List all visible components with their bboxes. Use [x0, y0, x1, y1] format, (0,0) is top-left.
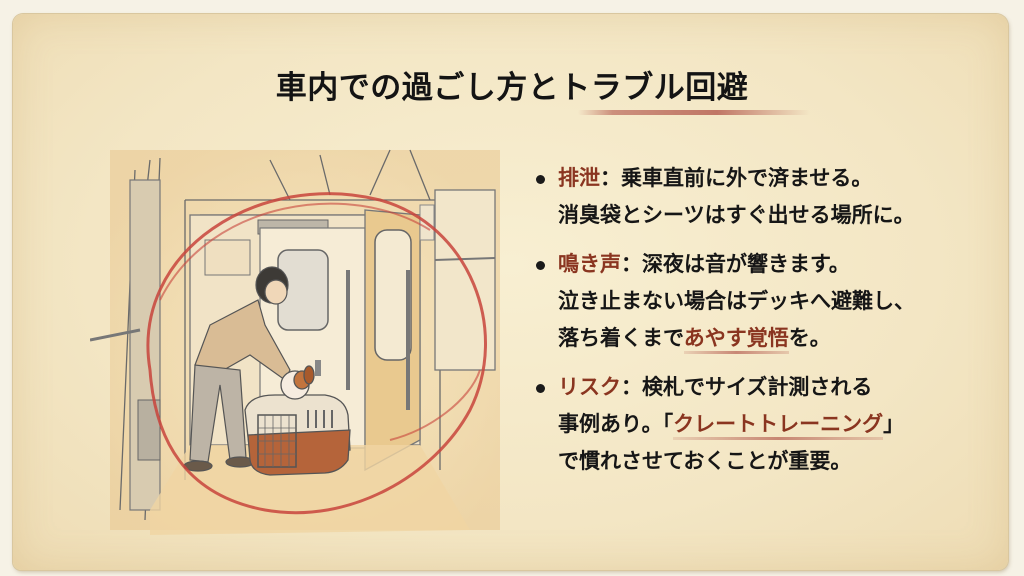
bullet-text: で慣れさせておくことが重要。 [558, 449, 852, 473]
bullet-label: リスク [558, 375, 621, 399]
slide-title: 車内での過ごし方とトラブル回避 [275, 70, 749, 106]
bullet-item-excretion: 排泄：乗車直前に外で済ませる。 消臭袋とシーツはすぐ出せる場所に。 [528, 160, 1008, 234]
bullet-item-risk: リスク：検札でサイズ計測される 事例あり。「クレートトレーニング」 で慣れさせて… [528, 369, 1008, 480]
bullet-text: 泣き止まない場合はデッキへ避難し、 [558, 289, 915, 313]
separator: ： [621, 252, 642, 276]
bullet-text: 乗車直前に外で済ませる。 [621, 166, 873, 190]
bullet-label: 排泄 [558, 166, 600, 190]
separator: ： [621, 375, 642, 399]
bullet-text: 事例あり。「 [558, 412, 674, 436]
train-vestibule-dog-carrier-illustration [90, 149, 500, 535]
bullet-dot-icon [536, 261, 545, 270]
bullet-text: 検札でサイズ計測される [642, 375, 873, 399]
bullet-text: 落ち着くまで [558, 326, 684, 350]
highlight-text: クレートトレーニング [673, 412, 884, 440]
bullet-label: 鳴き声 [558, 252, 621, 276]
highlight-text: あやす覚悟 [683, 326, 789, 354]
bullet-dot-icon [536, 384, 545, 393]
bullet-list: 排泄：乗車直前に外で済ませる。 消臭袋とシーツはすぐ出せる場所に。 鳴き声：深夜… [528, 160, 1008, 492]
bullet-text: 」 [883, 412, 905, 436]
bullet-text: を。 [788, 326, 831, 350]
bullet-dot-icon [536, 175, 545, 184]
bullet-text: 消臭袋とシーツはすぐ出せる場所に。 [558, 203, 915, 227]
bullet-item-barking: 鳴き声：深夜は音が響きます。 泣き止まない場合はデッキへ避難し、 落ち着くまであ… [528, 246, 1008, 357]
title-underline-stroke [578, 110, 810, 115]
separator: ： [600, 166, 621, 190]
bullet-text: 深夜は音が響きます。 [642, 252, 850, 276]
